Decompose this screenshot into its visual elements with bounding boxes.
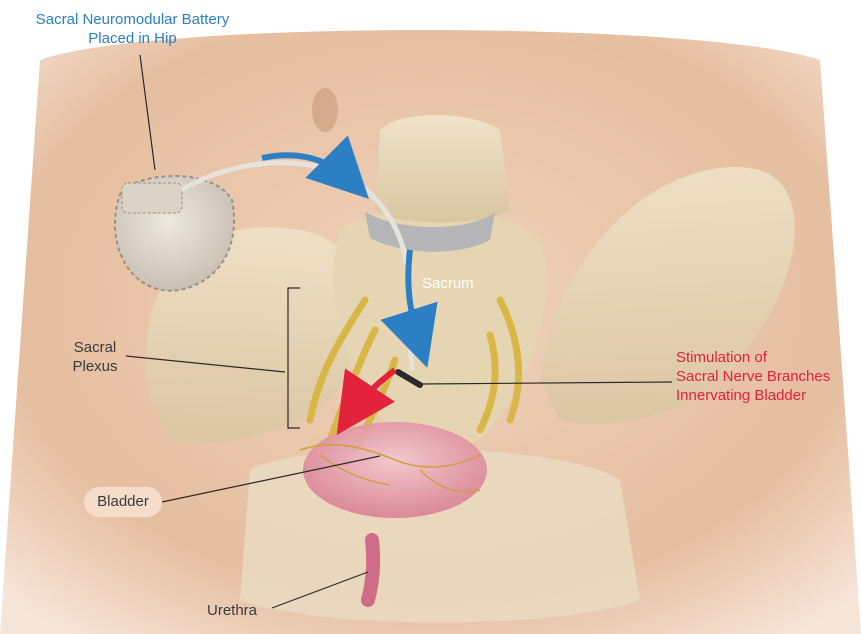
battery-label-line2: Placed in Hip (10, 29, 255, 48)
sacral-plexus-label: Sacral Plexus (66, 338, 124, 376)
urethra-label: Urethra (207, 601, 257, 620)
lumbar-vertebra (375, 115, 510, 222)
stimulation-label-line1: Stimulation of (676, 348, 830, 367)
urethra-tube (368, 540, 373, 600)
stimulation-label: Stimulation of Sacral Nerve Branches Inn… (676, 348, 830, 405)
sacrum-label: Sacrum (422, 274, 474, 293)
stimulation-label-line2: Sacral Nerve Branches (676, 367, 830, 386)
battery-label: Sacral Neuromodular Battery Placed in Hi… (10, 10, 255, 48)
battery-label-line1: Sacral Neuromodular Battery (10, 10, 255, 29)
navel (312, 88, 338, 132)
plexus-label-line1: Sacral (66, 338, 124, 357)
bladder-organ (303, 422, 487, 518)
stimulation-label-line3: Innervating Bladder (676, 386, 830, 405)
plexus-label-line2: Plexus (66, 357, 124, 376)
bladder-label: Bladder (84, 487, 162, 517)
